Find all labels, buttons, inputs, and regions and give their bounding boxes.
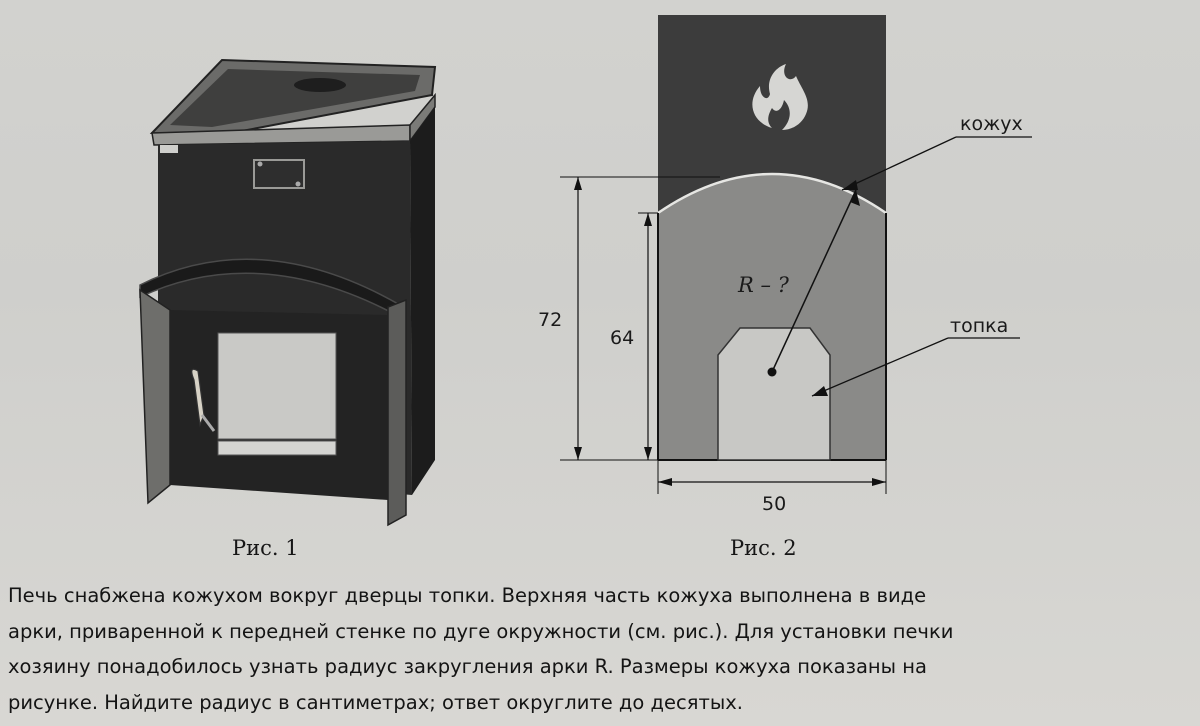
dim-64-label: 64 [610,327,634,349]
firebox-label: топка [950,315,1008,337]
problem-line: хозяину понадобилось узнать радиус закру… [8,655,927,678]
problem-line: рисунке. Найдите радиус в сантиметрах; о… [8,690,743,714]
problem-text: Печь снабжена кожухом вокруг дверцы топк… [8,578,1196,720]
dim-50-label: 50 [762,493,786,515]
figure2-caption: Рис. 2 [730,536,797,560]
problem-line: Печь снабжена кожухом вокруг дверцы топк… [8,584,927,607]
casing-label: кожух [960,113,1023,135]
dim-72-label: 72 [538,309,562,331]
flame-icon [752,64,808,130]
problem-line: арки, приваренной к передней стенке по д… [8,619,954,643]
stove-illustration [139,58,437,527]
firebox-door [717,327,831,461]
radius-label: R – ? [737,273,790,297]
figure1-caption: Рис. 1 [232,536,299,560]
casing-diagram: R – ? кожух топка 72 64 50 [538,15,1032,515]
